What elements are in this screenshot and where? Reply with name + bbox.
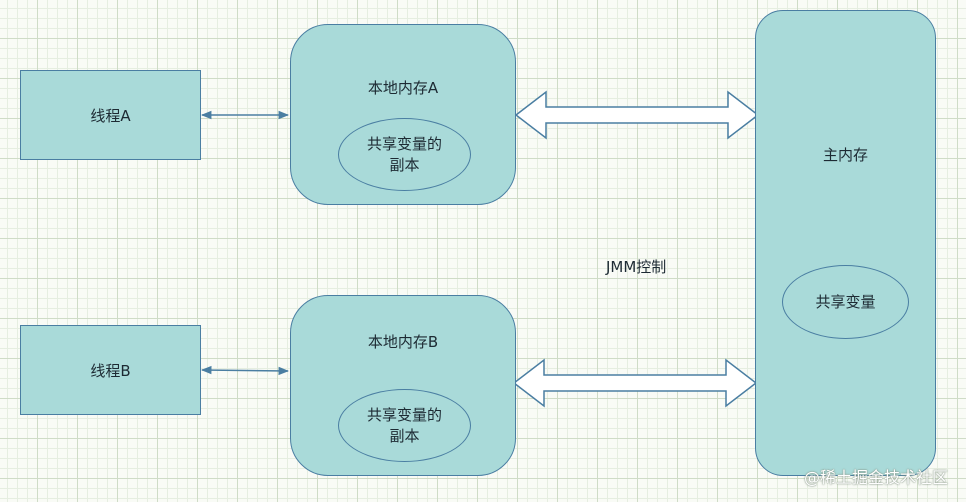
main-memory-title: 主内存 (822, 146, 868, 164)
thread-b-link-arrow (200, 365, 290, 376)
jmm-control-label: JMM控制 (606, 258, 667, 276)
local-memory-a-box: 本地内存A 共享变量的 副本 (290, 24, 516, 205)
local-b-main-double-arrow (512, 358, 758, 408)
local-b-copy-line1: 共享变量的 (366, 405, 442, 424)
main-shared-variable-label: 共享变量 (815, 292, 876, 311)
watermark: @稀土掘金技术社区 (803, 468, 948, 487)
thread-b-box: 线程B (20, 325, 201, 415)
local-a-main-double-arrow (514, 90, 760, 140)
local-a-copy-line1: 共享变量的 (366, 134, 442, 153)
thread-a-label: 线程A (90, 106, 131, 125)
local-memory-b-box: 本地内存B 共享变量的 副本 (290, 295, 516, 476)
local-memory-a-title: 本地内存A (367, 79, 439, 97)
main-memory-box: 主内存 共享变量 (755, 10, 936, 476)
thread-b-label: 线程B (90, 361, 131, 380)
local-a-shared-copy-ellipse: 共享变量的 副本 (338, 118, 471, 191)
main-shared-variable-ellipse: 共享变量 (782, 265, 909, 339)
thread-a-box: 线程A (20, 70, 201, 160)
local-a-copy-line2: 副本 (389, 155, 420, 174)
local-b-shared-copy-ellipse: 共享变量的 副本 (338, 389, 471, 462)
local-memory-b-title: 本地内存B (367, 333, 439, 351)
local-b-copy-line2: 副本 (389, 426, 420, 445)
